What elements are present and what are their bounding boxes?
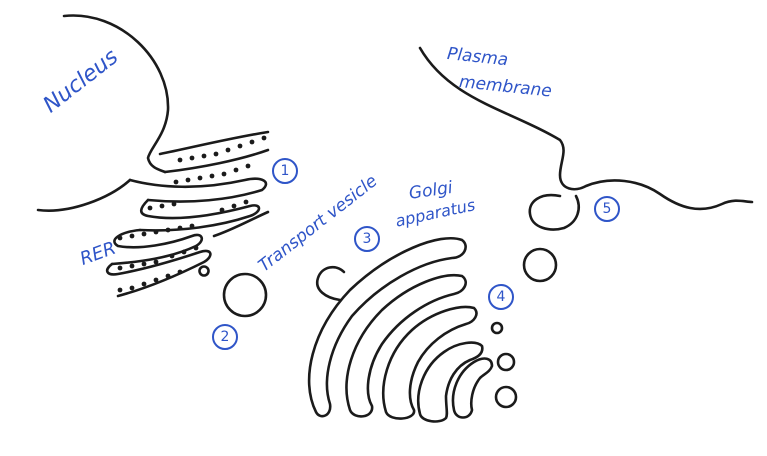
nucleus-lower-outline (36, 178, 132, 212)
rer-cisterna (138, 198, 261, 232)
secretory-vesicle (496, 352, 516, 372)
nucleus-outline (62, 14, 170, 174)
golgi-cisterna (417, 341, 484, 423)
golgi-cisterna (451, 357, 494, 419)
step-5-marker: 5 (594, 196, 620, 222)
rer-cisterna (163, 148, 270, 174)
rer-cisterna (128, 177, 268, 203)
exocytosis-vesicle (528, 193, 580, 231)
plasma-membrane (418, 46, 754, 211)
rer-cisterna (158, 130, 270, 156)
rer-cisterna (110, 228, 204, 266)
rough-er (105, 130, 270, 298)
golgi-apparatus (307, 236, 494, 423)
step-1-marker: 1 (272, 158, 298, 184)
step-3-marker: 3 (354, 226, 380, 252)
golgi-cisterna (307, 236, 467, 418)
rer-cisterna (212, 210, 270, 238)
budding-vesicle (198, 265, 210, 277)
secretory-vesicle (490, 321, 504, 335)
secretory-vesicle-large (522, 247, 558, 283)
step-2-marker: 2 (212, 324, 238, 350)
golgi-cisterna (345, 273, 467, 418)
golgi-cisterna (382, 305, 478, 420)
step-4-marker: 4 (488, 284, 514, 310)
transport-vesicle (222, 272, 268, 318)
golgi-bud (315, 265, 346, 302)
rer-cisterna (105, 249, 212, 298)
secretory-vesicle (494, 385, 518, 409)
